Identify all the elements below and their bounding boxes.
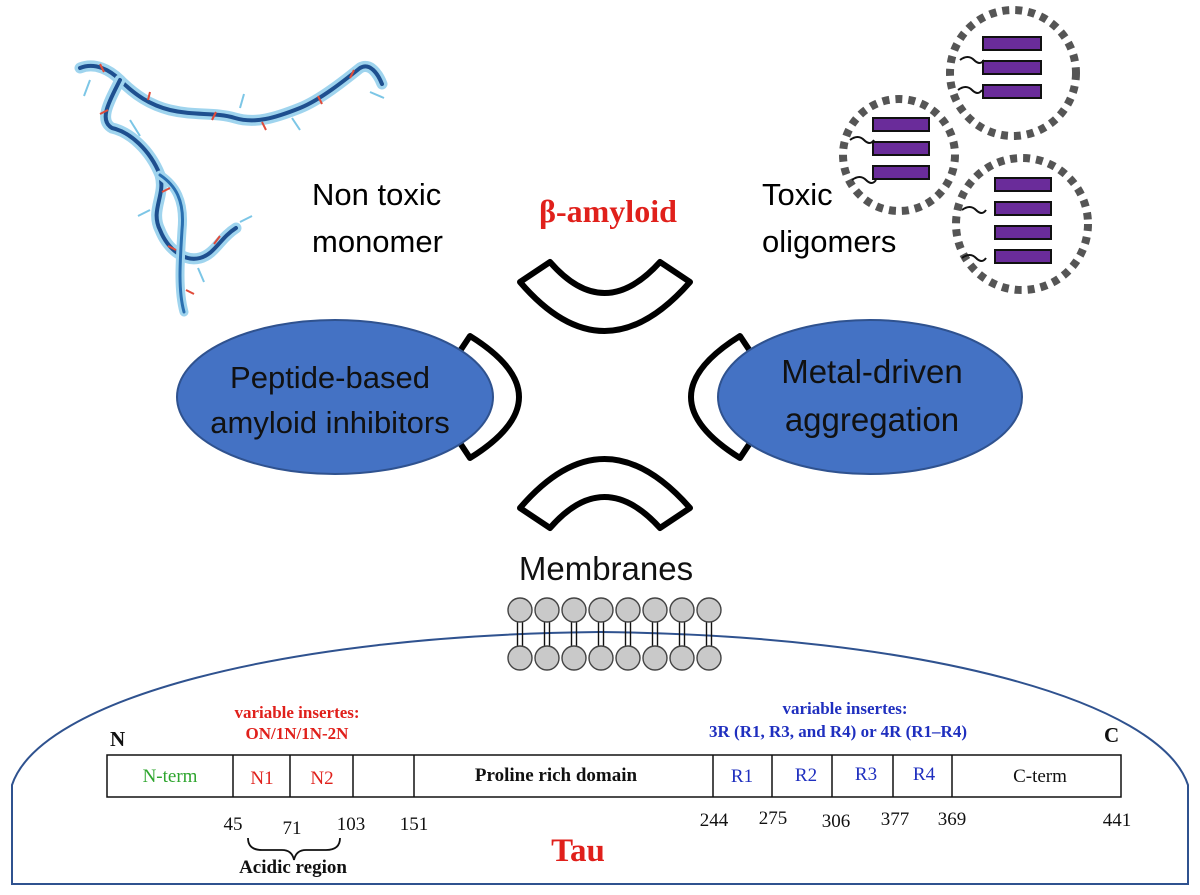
position-label: 441 — [1103, 810, 1132, 831]
oligomer-top — [946, 6, 1080, 140]
position-label: 306 — [822, 811, 851, 832]
segment-r4: R4 — [913, 764, 936, 785]
right-ellipse-line1: Metal-driven — [781, 353, 963, 390]
monomer-label-line2: monomer — [312, 224, 443, 259]
position-label: 369 — [938, 809, 967, 830]
segment-r1: R1 — [731, 766, 753, 787]
monomer-structure — [74, 60, 388, 317]
phospholipid — [507, 597, 533, 671]
position-label: 275 — [759, 808, 788, 829]
position-label: 71 — [283, 818, 302, 839]
residue-positions: 45 71 103 151 244 275 306 377 369 441 — [224, 808, 1132, 839]
right-ellipse: Metal-driven aggregation — [717, 319, 1023, 475]
position-label: 103 — [337, 814, 366, 835]
position-label: 45 — [224, 814, 243, 835]
beta-amyloid-title: β-amyloid — [539, 193, 677, 229]
oligomer-label-line2: oligomers — [762, 224, 896, 259]
phospholipid — [669, 597, 695, 671]
phospholipid — [534, 597, 560, 671]
segment-n1: N1 — [250, 768, 273, 789]
segment-n2: N2 — [310, 768, 333, 789]
segment-proline-rich: Proline rich domain — [475, 765, 638, 786]
blue-inserts-line1: variable insertes: — [782, 699, 907, 718]
membranes-label: Membranes — [519, 550, 693, 587]
toxic-oligomers — [839, 6, 1092, 294]
tau-c-terminus-label: C — [1104, 723, 1119, 747]
oligomer-right — [952, 154, 1092, 294]
lipid-bilayer — [507, 597, 722, 671]
red-inserts-line1: variable insertes: — [234, 703, 359, 722]
left-ellipse-line1: Peptide-based — [230, 360, 430, 395]
amyloid-interaction-arcs — [447, 259, 763, 531]
oligomer-left — [839, 95, 959, 215]
segment-r3: R3 — [855, 764, 877, 785]
tau-n-terminus-label: N — [110, 727, 125, 751]
tau-domain-bar: N-term N1 N2 Proline rich domain R1 R2 R… — [106, 754, 1122, 798]
phospholipid — [615, 597, 641, 671]
segment-nterm: N-term — [143, 766, 198, 787]
acidic-region-label: Acidic region — [239, 857, 347, 878]
right-ellipse-line2: aggregation — [785, 401, 959, 438]
acidic-region-brace — [247, 837, 341, 861]
position-label: 151 — [400, 814, 429, 835]
monomer-label-line1: Non toxic — [312, 177, 441, 212]
blue-inserts-line2: 3R (R1, R3, and R4) or 4R (R1–R4) — [709, 722, 967, 741]
left-ellipse: Peptide-based amyloid inhibitors — [176, 319, 494, 475]
segment-r2: R2 — [795, 765, 817, 786]
position-label: 377 — [881, 809, 910, 830]
phospholipid — [642, 597, 668, 671]
left-ellipse-line2: amyloid inhibitors — [210, 405, 450, 440]
position-label: 244 — [700, 810, 729, 831]
phospholipid — [561, 597, 587, 671]
tau-title: Tau — [551, 833, 605, 869]
cell-boundary — [11, 630, 1189, 885]
bottom-arc — [517, 456, 693, 531]
phospholipid — [696, 597, 722, 671]
top-arc — [517, 259, 693, 334]
oligomer-label-line1: Toxic — [762, 177, 833, 212]
phospholipid — [588, 597, 614, 671]
segment-cterm: C-term — [1013, 766, 1067, 787]
red-inserts-line2: ON/1N/1N-2N — [246, 724, 350, 743]
